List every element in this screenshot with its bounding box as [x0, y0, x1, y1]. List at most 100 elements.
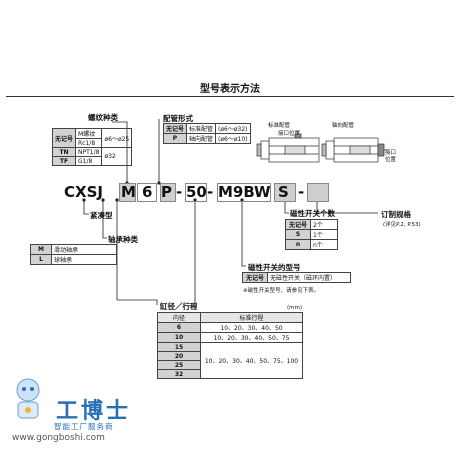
- switch-code-box: [217, 183, 271, 202]
- bore-value: 25: [157, 360, 201, 370]
- bore-value: 15: [157, 342, 201, 352]
- thread-sym: TN: [51, 147, 77, 157]
- robot-mascot-icon: [16, 378, 40, 419]
- switch-model-note: ※磁性开关型号、请参见下表。: [243, 288, 320, 294]
- title-rule: [6, 96, 454, 97]
- axial-port-caption: 接口 位置: [385, 150, 397, 163]
- axial-piping-diagram: [321, 137, 388, 163]
- switch-model-sym: 无记号: [242, 272, 268, 283]
- dash-2: -: [207, 183, 214, 201]
- piping-code: P: [161, 183, 172, 201]
- table-row: 32: [157, 369, 303, 379]
- stroke-values: 10、20、30、40、50: [200, 322, 303, 333]
- switch-code: M9BW: [218, 183, 271, 201]
- table-row: 10 10、20、30、40、50、75: [157, 332, 303, 343]
- table-row: TF G1/8: [51, 156, 132, 166]
- piping-table: 无记号 标准配管 (ø6～ø32) P 轴向配管 (ø6～ø10): [162, 123, 251, 144]
- table-row: M 滑动轴承: [30, 244, 117, 255]
- stroke-values: 10、20、30、40、50、75、100: [200, 342, 303, 379]
- custom-spec-note: (详见P.2, P.53): [383, 222, 421, 228]
- bearing-sym: M: [30, 244, 52, 255]
- stroke-header: 标准行程: [200, 312, 303, 323]
- piping-range: (ø6～ø32): [215, 123, 251, 134]
- table-row: 15 10、20、30、40、50、75、100: [157, 342, 303, 379]
- watermark-url: www.gongboshi.com: [12, 433, 105, 443]
- thread-bore: ø32: [101, 147, 133, 166]
- port-position-caption: 接口位置: [278, 131, 301, 137]
- table-row: S 1个: [285, 229, 338, 240]
- table-row: 无记号 2个: [285, 219, 338, 230]
- count-code: S: [278, 183, 289, 201]
- page-title: 型号表示方法: [200, 84, 260, 95]
- switch-count-sym: S: [285, 229, 311, 240]
- bore-code-box: [137, 183, 157, 202]
- bearing-label: 轴承种类: [108, 235, 138, 244]
- table-row: 6 10、20、30、40、50: [157, 322, 303, 333]
- thread-sym: 无记号: [51, 128, 77, 148]
- bore-value: 32: [157, 369, 201, 379]
- thread-type: NPT1/8: [75, 147, 103, 157]
- count-code-box: [274, 183, 296, 202]
- table-row: TN NPT1/8 ø32: [51, 147, 133, 166]
- bore-value: 20: [157, 351, 201, 361]
- piping-sym: 无记号: [162, 123, 188, 134]
- bearing-sym: L: [30, 254, 52, 265]
- thread-bore: ø6～ø25: [101, 128, 133, 148]
- bearing-code: M: [121, 183, 136, 201]
- switch-model-label: 磁性开关的型号: [248, 263, 301, 272]
- stroke-code-box: [185, 183, 207, 202]
- compact-label: 紧凑型: [90, 211, 113, 220]
- switch-count-desc: n个: [310, 239, 338, 250]
- thread-type: M螺纹: [75, 128, 103, 139]
- thread-label: 螺纹种类: [88, 113, 118, 122]
- dash-3: -: [298, 183, 305, 201]
- switch-model-desc: 无磁性开关（磁环内置）: [267, 272, 351, 283]
- bearing-desc: 球轴承: [51, 254, 117, 265]
- std-piping-diagram: [256, 132, 320, 163]
- stroke-code: 50: [186, 183, 207, 201]
- table-row: 无记号 标准配管 (ø6～ø32): [162, 123, 251, 134]
- piping-range: (ø6～ø10): [215, 133, 251, 144]
- table-row: 内径 标准行程: [157, 312, 303, 323]
- thread-table: 无记号 M螺纹 ø6～ø25 Rc1/8 TN NPT1/8 ø32 TF G1…: [51, 128, 133, 166]
- piping-type: 轴向配管: [186, 133, 217, 144]
- bore-value: 10: [157, 332, 201, 343]
- bore-header: 内径: [157, 312, 201, 323]
- custom-spec-label: 订制规格: [381, 210, 411, 219]
- thread-sym: TF: [51, 156, 77, 166]
- stroke-values: 10、20、30、40、50、75: [200, 332, 303, 343]
- table-row: 无记号 无磁性开关（磁环内置）: [242, 272, 351, 283]
- table-row: L 球轴承: [30, 254, 117, 265]
- bore-stroke-table: 内径 标准行程 6 10、20、30、40、50 10 10、20、30、40、…: [157, 312, 303, 379]
- switch-count-table: 无记号 2个 S 1个 n n个: [285, 219, 338, 250]
- switch-count-label: 磁性开关个数: [290, 209, 335, 218]
- std-piping-caption: 标准配管: [268, 123, 291, 129]
- bearing-desc: 滑动轴承: [51, 244, 117, 255]
- unit-label: (mm): [287, 305, 303, 311]
- piping-code-box: [160, 183, 176, 202]
- bore-value: 6: [157, 322, 201, 333]
- switch-count-desc: 1个: [310, 229, 338, 240]
- bore-stroke-label: 缸径／行程: [160, 302, 198, 311]
- dash-1: -: [176, 183, 183, 201]
- bearing-table: M 滑动轴承 L 球轴承: [30, 244, 117, 265]
- thread-type: G1/8: [75, 156, 103, 166]
- axial-piping-caption: 轴向配管: [332, 123, 355, 129]
- switch-model-table: 无记号 无磁性开关（磁环内置）: [242, 272, 351, 283]
- custom-code-box: [307, 183, 329, 202]
- table-row: 无记号 M螺纹 ø6～ø25: [51, 128, 133, 148]
- piping-sym: P: [162, 133, 188, 144]
- table-row: P 轴向配管 (ø6～ø10): [162, 133, 251, 144]
- piping-label: 配管形式: [163, 114, 193, 123]
- watermark-tagline: 智能工厂服务商: [54, 422, 114, 431]
- switch-count-sym: n: [285, 239, 311, 250]
- thread-type: Rc1/8: [75, 138, 103, 148]
- switch-count-sym: 无记号: [285, 219, 311, 230]
- model-prefix: CXSJ: [64, 183, 103, 201]
- watermark-brand: 工博士: [56, 398, 132, 424]
- table-row: n n个: [285, 239, 338, 250]
- bearing-code-box: [119, 183, 136, 202]
- switch-count-desc: 2个: [310, 219, 338, 230]
- bore-code: 6: [142, 183, 153, 201]
